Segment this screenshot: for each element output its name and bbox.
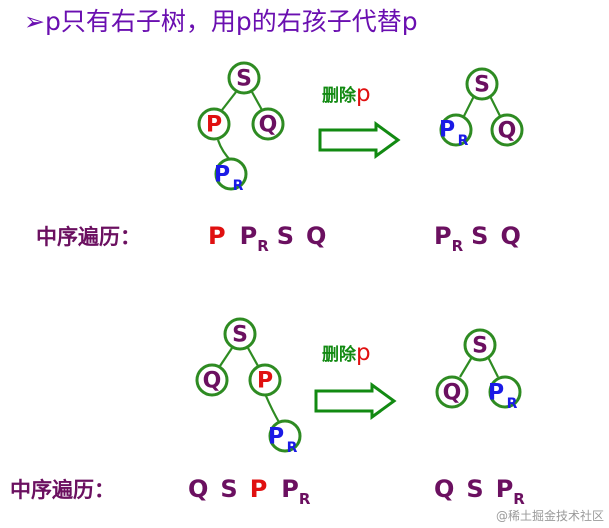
node-pr <box>214 157 248 191</box>
node-q-label: Q <box>203 369 222 394</box>
node-p-label: P <box>257 369 273 394</box>
edge-s-q <box>219 347 233 367</box>
case2-before-tree: S Q P P R <box>195 317 302 456</box>
node-pr-subscript: R <box>507 396 518 412</box>
node-q-label: Q <box>443 381 462 406</box>
node-s-label: S <box>474 73 490 98</box>
node-pr-subscript: R <box>458 133 469 149</box>
node-q <box>251 107 285 141</box>
arrow-shape-2 <box>314 382 397 420</box>
node-q <box>490 113 524 147</box>
node-pr <box>268 419 302 453</box>
node-pr-subscript: R <box>233 178 244 194</box>
node-pr <box>439 113 473 147</box>
node-s-label: S <box>232 323 248 348</box>
edge-s-q <box>251 91 263 111</box>
node-p <box>197 107 231 141</box>
edge-s-q <box>459 356 473 378</box>
node-pr-label: P <box>268 425 284 450</box>
inorder-label: 中序遍历： <box>10 478 115 502</box>
title: ➢p只有右子树，用p的右孩子代替p <box>24 7 418 36</box>
edge-p-pr <box>264 395 281 425</box>
delete-arrow-1: 删除p <box>318 81 401 159</box>
node-pr <box>488 375 522 409</box>
arrow-shape-1 <box>318 121 401 159</box>
edge-s-pr <box>463 95 475 117</box>
node-q <box>435 375 469 409</box>
node-q <box>195 363 229 397</box>
case1-before-tree: S P Q P R <box>197 61 285 194</box>
node-s-label: S <box>236 67 252 92</box>
case1-after-tree: S P R Q <box>439 67 524 149</box>
inorder-label: 中序遍历： <box>36 225 141 249</box>
watermark: @稀土掘金技术社区 <box>496 508 604 523</box>
node-s <box>227 61 261 95</box>
edge-s-p <box>221 91 237 111</box>
node-s <box>463 328 497 362</box>
delete-arrow-2: 删除p <box>314 340 397 420</box>
node-p <box>248 363 282 397</box>
delete-label-2: 删除p <box>322 340 371 366</box>
title-text: p只有右子树，用p的右孩子代替p <box>45 7 418 36</box>
node-q-label: Q <box>259 113 278 138</box>
node-pr-label: P <box>439 118 455 143</box>
delete-label-1: 删除p <box>322 81 371 107</box>
node-p-label: P <box>206 113 222 138</box>
edge-s-q <box>489 95 501 117</box>
node-pr-label: P <box>214 163 230 188</box>
node-s <box>223 317 257 351</box>
node-s-label: S <box>472 334 488 359</box>
case2-after-tree: S Q P R <box>435 328 522 412</box>
node-pr-subscript: R <box>287 440 298 456</box>
edge-s-p <box>247 347 259 367</box>
node-q-label: Q <box>498 119 517 144</box>
node-pr-label: P <box>488 381 504 406</box>
edge-s-pr <box>487 356 499 378</box>
node-s <box>465 67 499 101</box>
title-marker: ➢ <box>24 7 45 36</box>
